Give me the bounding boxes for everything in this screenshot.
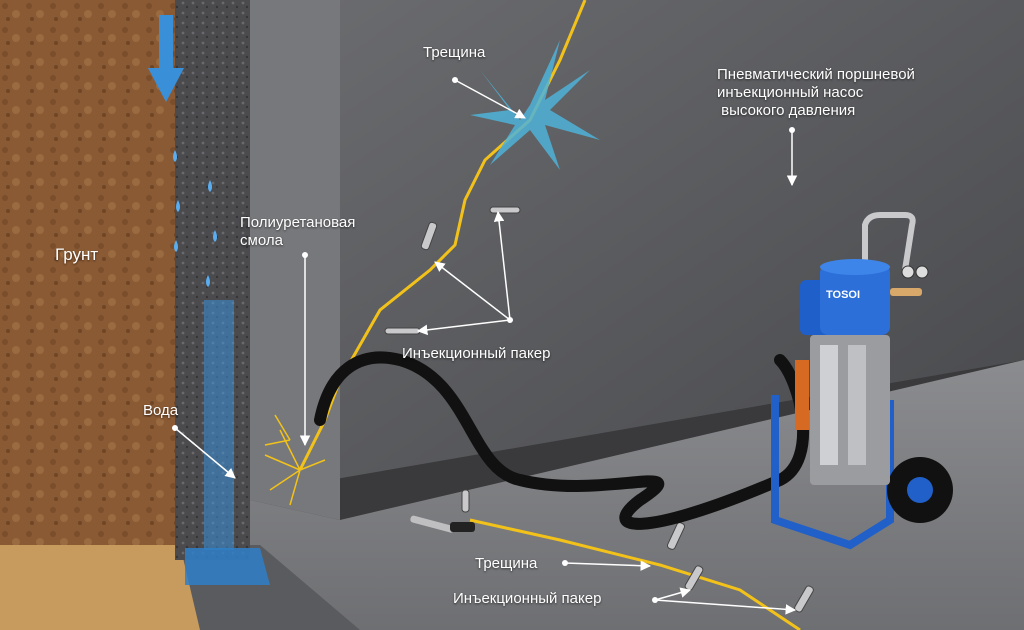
label-resin: Полиуретановая смола bbox=[240, 214, 356, 249]
annotation-arrows bbox=[174, 79, 798, 615]
floor-packers bbox=[461, 489, 814, 613]
label-soil: Грунт bbox=[55, 245, 99, 264]
water-splash bbox=[470, 40, 600, 170]
pump-illustration bbox=[771, 212, 953, 550]
floor-crack bbox=[469, 518, 801, 630]
injection-hose bbox=[314, 351, 809, 530]
label-crack-wall: Трещина bbox=[423, 44, 486, 61]
label-packer-wall: Инъекционный пакер bbox=[402, 345, 551, 362]
wall-edge bbox=[250, 0, 340, 520]
injection-gun bbox=[410, 515, 475, 533]
label-crack-floor: Трещина bbox=[475, 555, 538, 572]
resin-spread bbox=[264, 414, 326, 506]
label-water: Вода bbox=[143, 402, 179, 419]
soil-ground bbox=[0, 545, 200, 630]
label-pump: Пневматический поршневой инъекционный на… bbox=[717, 66, 915, 119]
soil-layer bbox=[0, 0, 175, 545]
label-packer-floor: Инъекционный пакер bbox=[453, 590, 602, 607]
pump-brand: TOSOI bbox=[826, 289, 860, 301]
annotation-dots bbox=[172, 77, 795, 603]
water-flow-arrow bbox=[148, 15, 184, 102]
water-seepage bbox=[173, 150, 270, 585]
